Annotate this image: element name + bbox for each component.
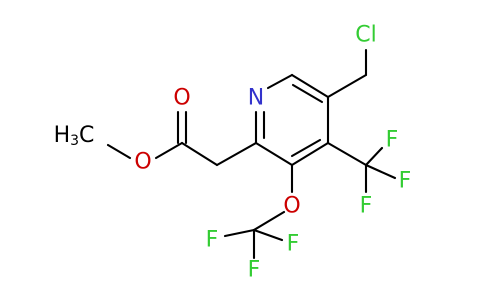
bond-c4-c3 <box>290 141 330 167</box>
bond-c4-cf3 <box>326 141 368 167</box>
atom-fluorine-6: F <box>248 258 261 283</box>
methyl-c: C <box>79 123 94 148</box>
bond-c6-c5-inner <box>291 83 324 104</box>
bond-c3-c2 <box>254 141 294 167</box>
bond-c2-ch2 <box>215 141 258 167</box>
atom-labels: N Cl O O H3C O F F F F F F <box>54 23 412 283</box>
bond-ocf3-f5 <box>252 228 284 242</box>
methyl-subscript: 3 <box>70 133 79 149</box>
bond-cf3-f1 <box>364 146 384 167</box>
atom-fluorine-1: F <box>386 128 399 153</box>
bond-c-o-ester <box>154 141 184 160</box>
atom-nitrogen: N <box>248 86 264 111</box>
atom-oxygen-ether: O <box>283 194 300 219</box>
bond-c4-c3-inner <box>290 138 322 158</box>
bond-n-c6 <box>266 73 294 90</box>
methyl-h: H <box>54 123 71 148</box>
bonds <box>106 48 397 260</box>
atom-fluorine-4: F <box>206 228 219 253</box>
atom-fluorine-3: F <box>360 194 373 219</box>
bond-cf3-f2 <box>364 163 397 180</box>
atom-fluorine-2: F <box>399 169 412 194</box>
bond-o-methyl <box>106 143 132 160</box>
atom-oxygen-carbonyl: O <box>173 86 190 111</box>
atom-methyl: H3C <box>54 123 95 150</box>
bond-c6-c5 <box>290 73 330 99</box>
atom-oxygen-ester: O <box>134 150 151 175</box>
atom-chlorine: Cl <box>355 23 376 48</box>
bond-c5-ch2 <box>326 73 368 99</box>
bond-ch2-c-carbonyl <box>180 141 219 167</box>
bond-ocf3-f4 <box>223 228 256 238</box>
bond-o-cf3 <box>252 210 286 232</box>
atom-fluorine-5: F <box>287 232 300 257</box>
